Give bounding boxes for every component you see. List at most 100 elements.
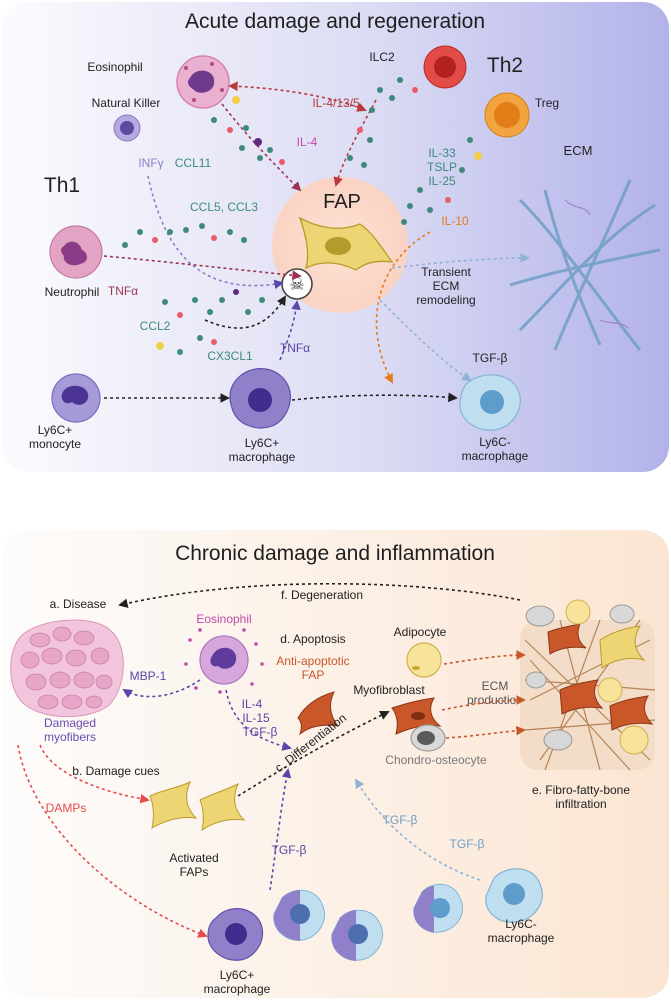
ccl5-ccl3-label: CCL5, CCL3 <box>190 200 258 214</box>
tgfb-left-label: TGF-β <box>272 843 307 857</box>
il25-label: IL-25 <box>428 174 456 188</box>
skull-glyph: ☠ <box>289 275 304 294</box>
cx3cl1-label: CX3CL1 <box>207 349 253 363</box>
natural-killer-label: Natural Killer <box>92 96 161 110</box>
bottom-ly6c-neg-macrophage-label-1: Ly6C- <box>505 917 537 931</box>
arrow-myofibers-damage-cues <box>39 744 150 804</box>
tnfa-macrophage-label: TNFα <box>280 341 310 355</box>
ly6c-monocyte-cell <box>51 373 101 423</box>
th2-label: Th2 <box>487 54 523 77</box>
eosinophil-label: Eosinophil <box>87 60 142 74</box>
anti-apoptotic-fap-cell <box>297 691 340 736</box>
arrow-macrophage-tgfb-left <box>269 768 292 891</box>
arrow-infg-to-skull <box>147 175 284 290</box>
ly6c-neg-macrophage-label-1: Ly6C- <box>479 435 511 449</box>
ecm-fibers <box>509 179 661 351</box>
th1-label: Th1 <box>44 174 80 197</box>
ly6c-macrophage-label-2: macrophage <box>229 450 296 464</box>
il4-label: IL-4 <box>297 135 318 149</box>
activated-faps-cells <box>149 780 246 832</box>
treg-cell <box>484 92 530 138</box>
tnfa-neutrophil-label: TNFα <box>108 284 138 298</box>
eosinophil-cell <box>176 55 230 109</box>
eos-signal-tgfb: TGF-β <box>243 725 278 739</box>
arrow-fap-to-ly6cneg <box>379 299 472 382</box>
tslp-label: TSLP <box>427 160 457 174</box>
arrow-eos-to-differentiation <box>225 689 292 751</box>
ecm-remodeling-label-3: remodeling <box>416 293 475 307</box>
activated-faps-label-2: FAPs <box>180 865 209 879</box>
bottom-ly6c-neg-macrophage-cell <box>485 868 543 923</box>
ecm-fiber-accents <box>564 199 629 329</box>
tgfb-right-label: TGF-β <box>450 837 485 851</box>
transitioning-macrophage-1 <box>273 889 325 941</box>
ly6c-neg-macrophage-cell <box>459 374 521 431</box>
ly6c-macrophage-cell <box>229 368 291 429</box>
degeneration-label: f. Degeneration <box>281 588 363 602</box>
bottom-ly6c-neg-macrophage-label-2: macrophage <box>488 931 555 945</box>
infiltration-label-1: e. Fibro-fatty-bone <box>532 783 630 797</box>
myofibroblast-label: Myofibroblast <box>353 683 425 697</box>
fap-label: FAP <box>323 191 361 213</box>
damaged-myofibers-tissue <box>10 619 124 718</box>
ecm-remodeling-label-1: Transient <box>421 265 471 279</box>
arrow-eos-to-fap <box>221 103 302 192</box>
eosinophil-granule-dots <box>184 628 264 694</box>
ecm-production-label-1: ECM <box>482 679 509 693</box>
bottom-eosinophil-label: Eosinophil <box>196 612 251 626</box>
il4135-label: IL-4/13/5 <box>312 96 360 110</box>
arrow-myofibers-damps <box>17 744 208 938</box>
damps-label: DAMPs <box>46 801 87 815</box>
damaged-myofibers-label-2: myofibers <box>44 730 96 744</box>
top-title: Acute damage and regeneration <box>185 10 485 33</box>
ly6c-monocyte-label-1: Ly6C+ <box>38 423 73 437</box>
arrow-mbp1-to-myofibers <box>122 679 201 699</box>
ccl11-label: CCL11 <box>175 156 212 170</box>
damaged-myofibers-label-1: Damaged <box>44 716 96 730</box>
apoptosis-label: d. Apoptosis <box>280 632 345 646</box>
anti-apoptotic-label-2: FAP <box>302 668 325 682</box>
ly6c-monocyte-label-2: monocyte <box>29 437 81 451</box>
chondro-osteocyte-cell <box>410 724 446 752</box>
chondro-osteocyte-label: Chondro-osteocyte <box>385 753 487 767</box>
il10-label: IL-10 <box>441 214 469 228</box>
ilc2-label: ILC2 <box>369 50 395 64</box>
ccl2-label: CCL2 <box>140 319 171 333</box>
treg-label: Treg <box>535 96 559 110</box>
bottom-title: Chronic damage and inflammation <box>175 542 495 565</box>
fibro-fatty-bone-infiltration <box>520 599 656 771</box>
transitioning-macrophage-3 <box>413 883 463 933</box>
fap-nucleus <box>325 237 351 255</box>
ecm-remodeling-label-2: ECM <box>433 279 460 293</box>
ecm-production-label-2: production <box>467 693 523 707</box>
arrow-adipocyte-to-infiltration <box>443 650 526 665</box>
arrow-fap-to-ecm <box>391 253 530 269</box>
arrow-ilc2-to-fap <box>333 99 377 187</box>
arrow-il10-to-ly6cneg <box>375 231 431 384</box>
bottom-ly6c-macrophage-label-2: macrophage <box>204 982 271 996</box>
bottom-ly6c-macrophage-label-1: Ly6C+ <box>220 968 255 982</box>
il33-label: IL-33 <box>428 146 456 160</box>
bottom-eosinophil-cell <box>199 635 249 685</box>
top-cytokine-dots <box>122 77 482 355</box>
natural-killer-cell <box>113 114 141 142</box>
myofibroblast-nucleus <box>411 712 425 720</box>
arrow-il4135-to-eos <box>228 81 367 112</box>
tgfb-top-label: TGF-β <box>473 351 508 365</box>
adipocyte-cell <box>406 642 442 678</box>
damage-cues-label: b. Damage cues <box>72 764 159 778</box>
eos-signal-il4: IL-4 <box>242 697 263 711</box>
arrow-macrophage-to-skull <box>279 300 301 361</box>
eos-signal-il15: IL-15 <box>242 711 270 725</box>
arrow-activated-to-myofibroblast <box>237 711 390 797</box>
infiltration-label-2: infiltration <box>555 797 606 811</box>
ly6c-macrophage-label-1: Ly6C+ <box>245 436 280 450</box>
arrow-chondro-to-infiltration <box>445 725 526 739</box>
anti-apoptotic-label-1: Anti-apoptotic <box>276 654 349 668</box>
bottom-ly6c-macrophage-cell <box>207 908 264 961</box>
arrow-ly6cneg-tgfb-mid <box>355 778 481 881</box>
disease-label: a. Disease <box>50 597 107 611</box>
activated-faps-label-1: Activated <box>169 851 218 865</box>
bottom-arrows <box>17 582 526 938</box>
